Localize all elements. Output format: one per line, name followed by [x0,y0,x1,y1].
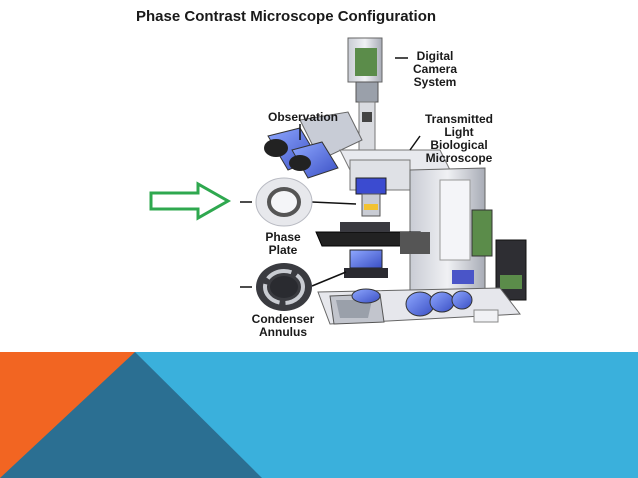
condenser-annulus-label: Condenser Annulus [251,312,315,339]
arrow-right-icon [149,181,232,221]
observation-label: Observation [267,110,339,124]
microscope-illustration [240,37,527,325]
microscope-label: Transmitted Light Biological Microscope [424,112,493,165]
footer-orange-triangle [0,352,135,478]
phase-contrast-diagram: Phase Contrast Microscope Configuration [136,8,527,339]
condenser-annulus-icon [256,263,312,311]
camera-label: Digital Camera System [412,49,458,89]
diagram-title: Phase Contrast Microscope Configuration [136,8,437,25]
phase-plate-label: Phase Plate [265,230,301,257]
footer-band [0,352,638,478]
footer-dark-wedge [0,352,262,478]
phase-plate-icon [255,177,313,227]
